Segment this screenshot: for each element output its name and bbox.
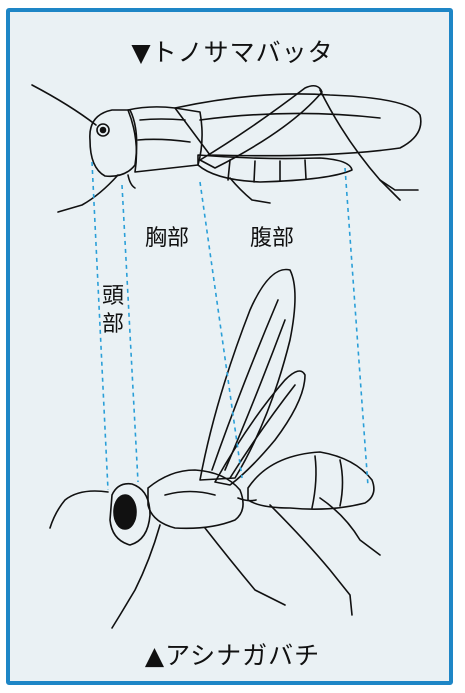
grasshopper-head xyxy=(90,110,137,176)
label-head: 頭部 xyxy=(100,283,126,339)
grasshopper-front-leg xyxy=(58,175,118,212)
wasp-hind-leg xyxy=(270,505,352,615)
abdomen-guide-back xyxy=(345,168,368,486)
wasp-middle-leg xyxy=(205,528,285,605)
guide-lines xyxy=(92,162,368,490)
grasshopper-abdomen xyxy=(198,155,352,182)
label-abdomen: 腹部 xyxy=(250,220,294,252)
wasp-abdomen xyxy=(248,452,374,509)
grasshopper xyxy=(32,85,421,212)
grasshopper-antenna xyxy=(32,85,96,125)
wasp-eye xyxy=(114,495,136,529)
thorax-guide-front xyxy=(200,182,242,478)
grasshopper-wing xyxy=(175,94,421,156)
wasp-antenna xyxy=(50,491,108,528)
label-thorax: 胸部 xyxy=(145,220,189,252)
